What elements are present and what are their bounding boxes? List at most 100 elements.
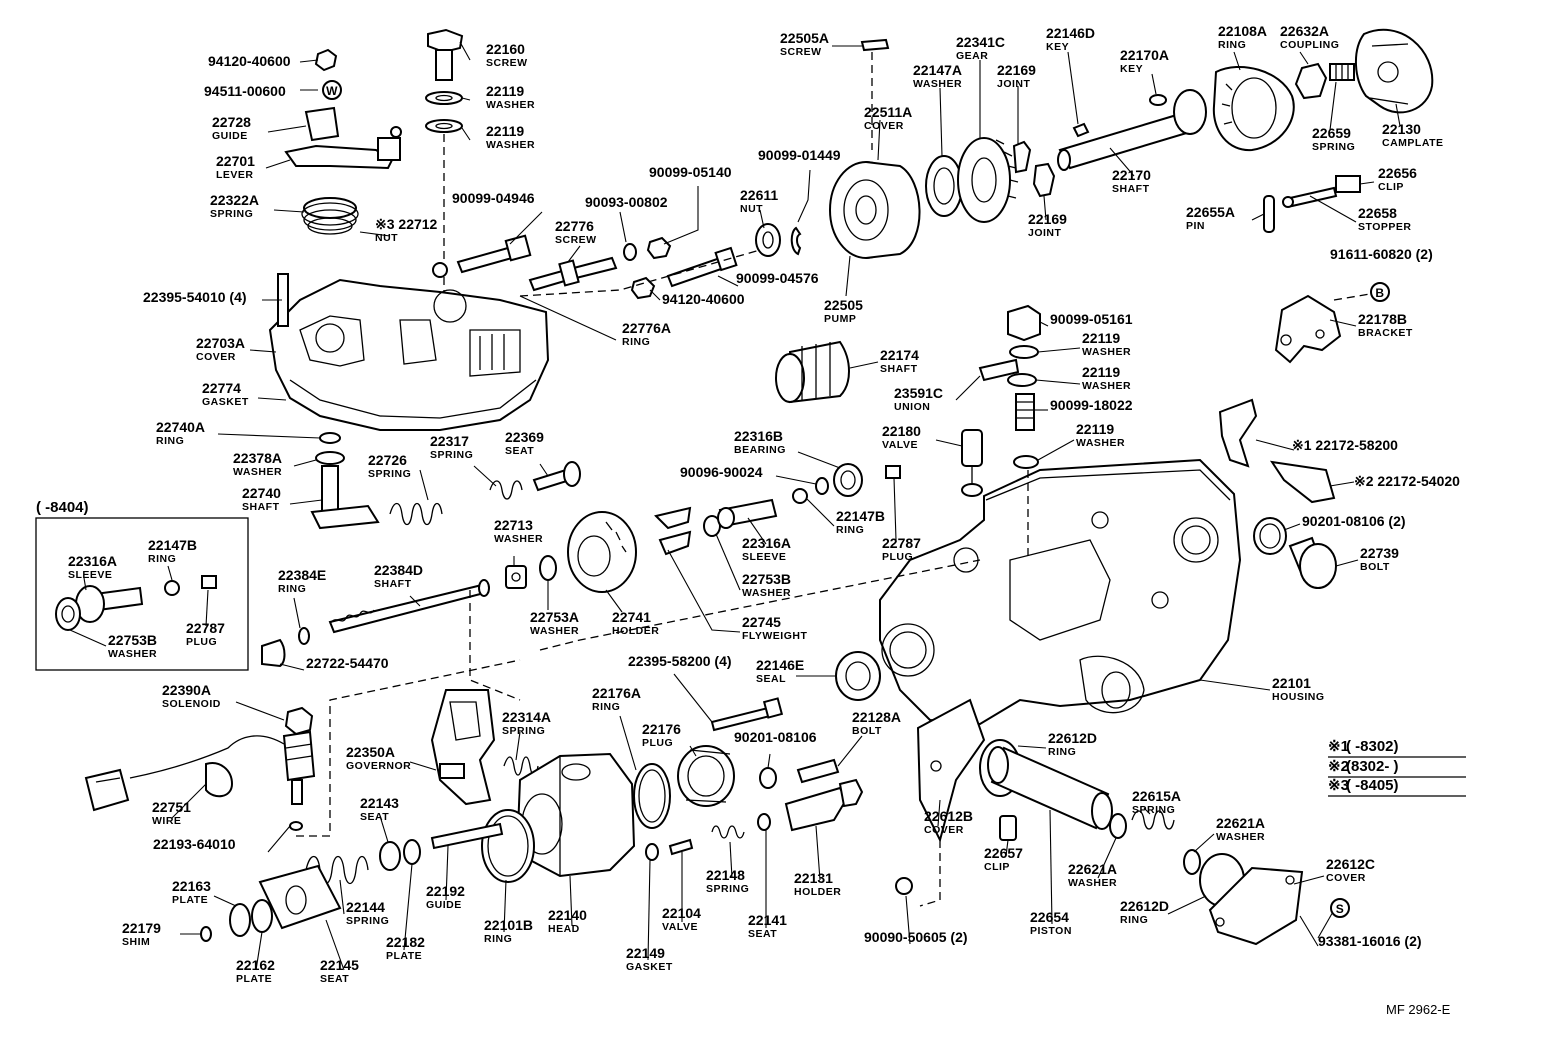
part-name: SHAFT <box>242 501 280 513</box>
callout-c58: 91611-60820 (2) <box>1330 246 1433 262</box>
callout-c11: 90093-00802 <box>585 194 668 210</box>
part-number: 94120-40600 <box>208 53 291 69</box>
part-number: 22162 <box>236 957 275 973</box>
part-number: 94511-00600 <box>204 83 286 99</box>
part-name: GUIDE <box>212 130 248 142</box>
guide-22192 <box>430 822 504 850</box>
part-number: 22108A <box>1218 23 1267 39</box>
part-number: 22384D <box>374 562 423 578</box>
cover-22612c <box>1208 866 1304 946</box>
diagram-id: MF 2962-E <box>1386 1002 1451 1017</box>
part-number: 22169 <box>997 62 1036 78</box>
part-number: 22193-64010 <box>153 836 236 852</box>
part-number: ※3 22712 <box>375 216 438 232</box>
legend-mark-2: ※2 <box>1328 758 1349 775</box>
part-name: SOLENOID <box>162 698 221 710</box>
legend-range-1: ( -8302) <box>1346 738 1399 755</box>
part-number: 22753B <box>742 571 791 587</box>
valve-22180 <box>961 429 983 497</box>
part-name: HEAD <box>548 923 580 935</box>
part-number: 22612D <box>1048 730 1097 746</box>
part-number: 22511A <box>864 104 912 120</box>
pump-housing-22101 <box>879 458 1242 726</box>
bracket-22172 <box>1218 398 1258 468</box>
spring-22317 <box>489 480 523 500</box>
leader-lines <box>69 41 1401 971</box>
part-number: 90201-08106 <box>734 729 817 745</box>
part-number: 90093-00802 <box>585 194 668 210</box>
part-number: 22141 <box>748 912 787 928</box>
part-number: 22316A <box>68 553 117 569</box>
screw-90090-50605 <box>895 877 913 895</box>
callout-c30: 22722-54470 <box>306 655 389 671</box>
part-name: WASHER <box>1216 831 1265 843</box>
part-number: 22657 <box>984 845 1023 861</box>
callout-c80: 90201-08106 <box>734 729 817 745</box>
hex-nut-94120 <box>314 48 338 72</box>
clip-22657 <box>999 815 1017 841</box>
part-number: 94120-40600 <box>662 291 745 307</box>
part-name: SEAL <box>756 673 786 685</box>
part-number: 22119 <box>1082 364 1120 380</box>
callout-c13: 90099-05140 <box>649 164 732 180</box>
part-name: PISTON <box>1030 925 1072 937</box>
part-number: 22655A <box>1186 204 1235 220</box>
part-name: COVER <box>1326 872 1366 884</box>
part-name: RING <box>1120 914 1148 926</box>
callout-c72: 22395-58200 (4) <box>628 653 732 669</box>
callout-c106: 90090-50605 (2) <box>864 929 968 945</box>
legend: ※1 ( -8302) ※2 (8302- ) ※3 ( -8405) <box>1328 738 1466 797</box>
callout-c70: 90201-08106 (2) <box>1302 513 1406 529</box>
spring-22659 <box>1329 63 1355 81</box>
part-name: RING <box>1218 39 1246 51</box>
part-number: 22314A <box>502 709 551 725</box>
shaft-22174 <box>775 340 850 404</box>
part-name: WASHER <box>742 587 791 599</box>
part-name: GOVERNOR <box>346 760 411 772</box>
pump-cover-22511a <box>829 161 921 259</box>
bolt-90099-04576 <box>666 246 738 288</box>
part-number: 22148 <box>706 867 745 883</box>
part-name: KEY <box>1120 63 1143 75</box>
washer-22621a-a <box>1109 813 1127 839</box>
part-number: 22119 <box>486 83 524 99</box>
plug-22176 <box>677 745 735 807</box>
part-name: WASHER <box>1082 380 1131 392</box>
callout-c65: 90099-18022 <box>1050 397 1133 413</box>
seat-22369 <box>532 461 581 492</box>
part-number: 22176 <box>642 721 681 737</box>
part-number: 90090-50605 (2) <box>864 929 968 945</box>
part-number: 22104 <box>662 905 701 921</box>
spring-22322a <box>301 197 359 235</box>
part-name: SEAT <box>360 811 389 823</box>
part-number: 22612D <box>1120 898 1169 914</box>
inset-plug-22787 <box>201 575 217 589</box>
part-name: GEAR <box>956 50 988 62</box>
washer-90093-00802 <box>623 243 637 261</box>
part-name: SLEEVE <box>742 551 786 563</box>
ring-22101b <box>481 809 535 883</box>
washer-22119-b <box>425 119 463 133</box>
ring-22384e <box>298 627 310 645</box>
gasket-22149 <box>645 843 659 861</box>
